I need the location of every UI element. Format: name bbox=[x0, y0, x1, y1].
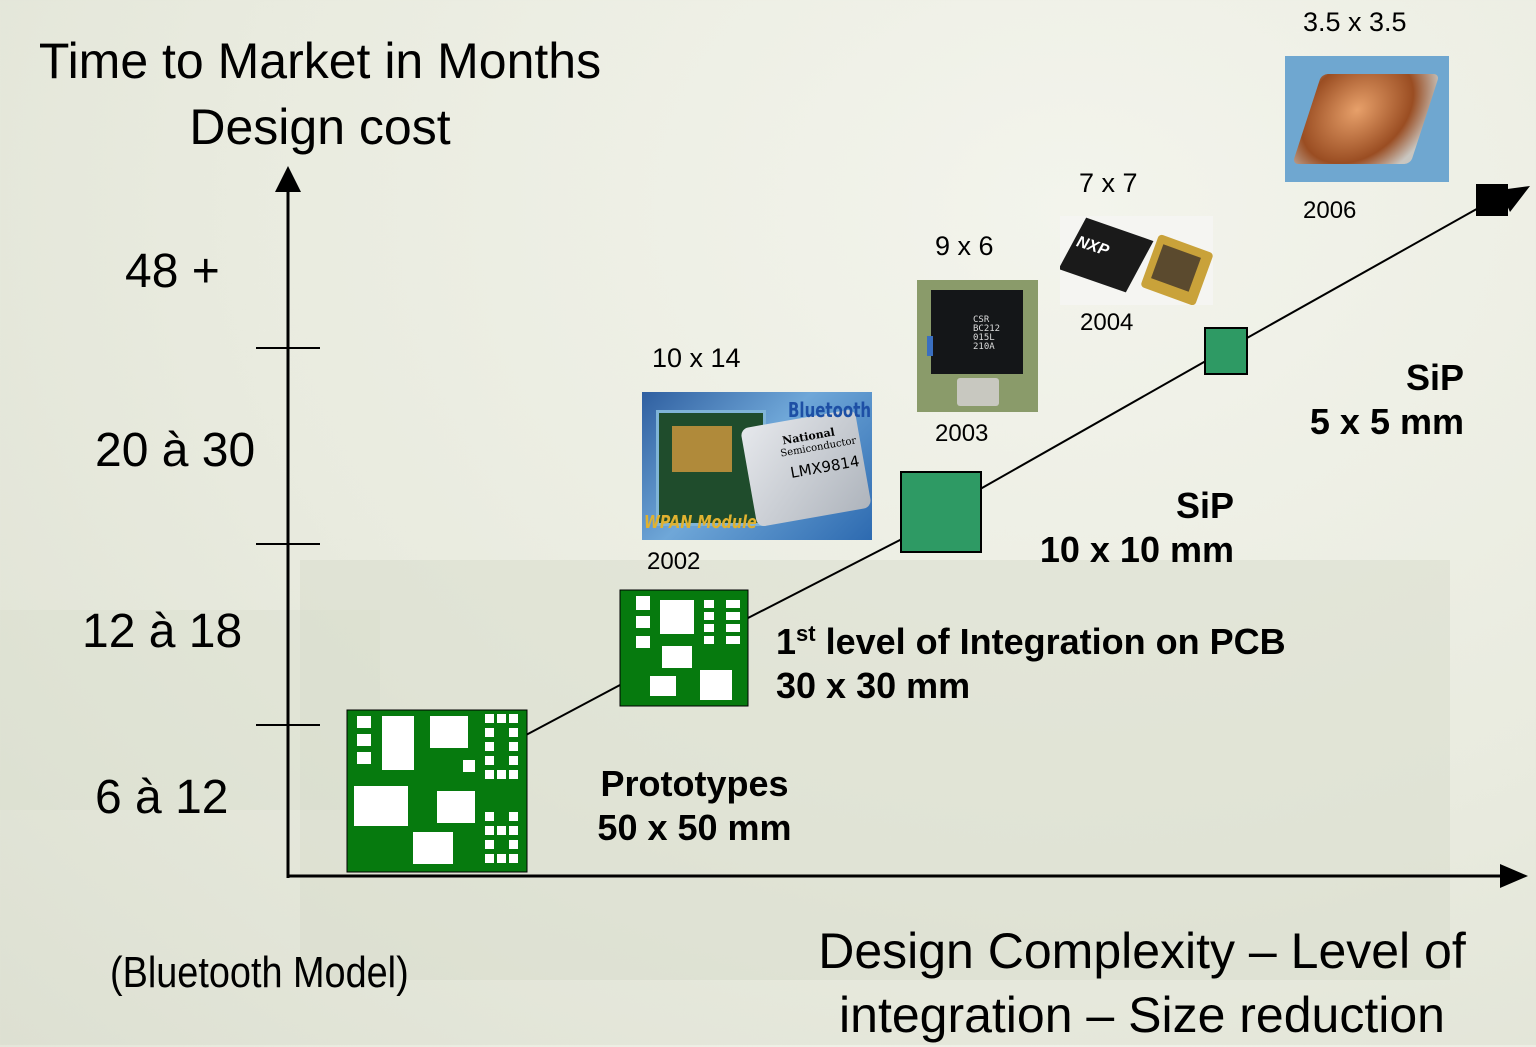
y-label-48: 48 + bbox=[125, 245, 220, 298]
photo-mark-bluetooth: Bluetooth bbox=[788, 398, 872, 422]
prototype-pcb-icon bbox=[346, 709, 528, 873]
product-year-2003: 2003 bbox=[935, 420, 989, 447]
product-photo-bga bbox=[1285, 56, 1449, 182]
y-label-12-18: 12 à 18 bbox=[82, 605, 243, 658]
first-level-pcb-icon bbox=[619, 589, 749, 707]
y-axis-title: Time to Market in Months Design cost bbox=[38, 33, 602, 155]
stage-pcb-integration-label: 1st level of Integration on PCB 30 x 30 … bbox=[776, 621, 1286, 706]
product-size-3-5x3-5: 3.5 x 3.5 bbox=[1303, 7, 1407, 37]
y-label-6-12: 6 à 12 bbox=[95, 771, 229, 824]
background-paper-stack bbox=[0, 610, 380, 810]
product-year-2006: 2006 bbox=[1303, 197, 1357, 224]
photo-mark-csr: CSR BC212 015L 210A bbox=[973, 315, 1001, 352]
product-size-7x7: 7 x 7 bbox=[1079, 168, 1138, 198]
sip-5x5-marker bbox=[1204, 327, 1248, 375]
stage-prototypes-label: Prototypes 50 x 50 mm bbox=[597, 763, 792, 848]
product-photo-nxp: NXP bbox=[1060, 216, 1213, 305]
x-axis-title: Design Complexity – Level of integration… bbox=[818, 923, 1466, 1043]
product-size-10x14: 10 x 14 bbox=[652, 343, 741, 373]
photo-mark-wpan: WPAN Module bbox=[644, 512, 757, 533]
product-photo-lmx9814: Bluetooth National Semiconductor LMX9814… bbox=[642, 392, 872, 540]
y-axis-arrow bbox=[275, 166, 301, 192]
x-axis-arrow bbox=[1500, 864, 1528, 888]
final-marker bbox=[1476, 184, 1508, 216]
product-photo-csr: CSR BC212 015L 210A bbox=[917, 280, 1038, 412]
sip-10x10-marker bbox=[900, 471, 982, 553]
bluetooth-model-note: (Bluetooth Model) bbox=[110, 948, 409, 997]
product-year-2004: 2004 bbox=[1080, 309, 1134, 336]
product-size-9x6: 9 x 6 bbox=[935, 231, 994, 261]
product-year-2002: 2002 bbox=[647, 548, 701, 575]
y-label-20-30: 20 à 30 bbox=[95, 424, 256, 477]
stage-sip-10x10-label: SiP 10 x 10 mm bbox=[1039, 485, 1234, 570]
stage-sip-5x5-label: SiP 5 x 5 mm bbox=[1309, 357, 1464, 442]
